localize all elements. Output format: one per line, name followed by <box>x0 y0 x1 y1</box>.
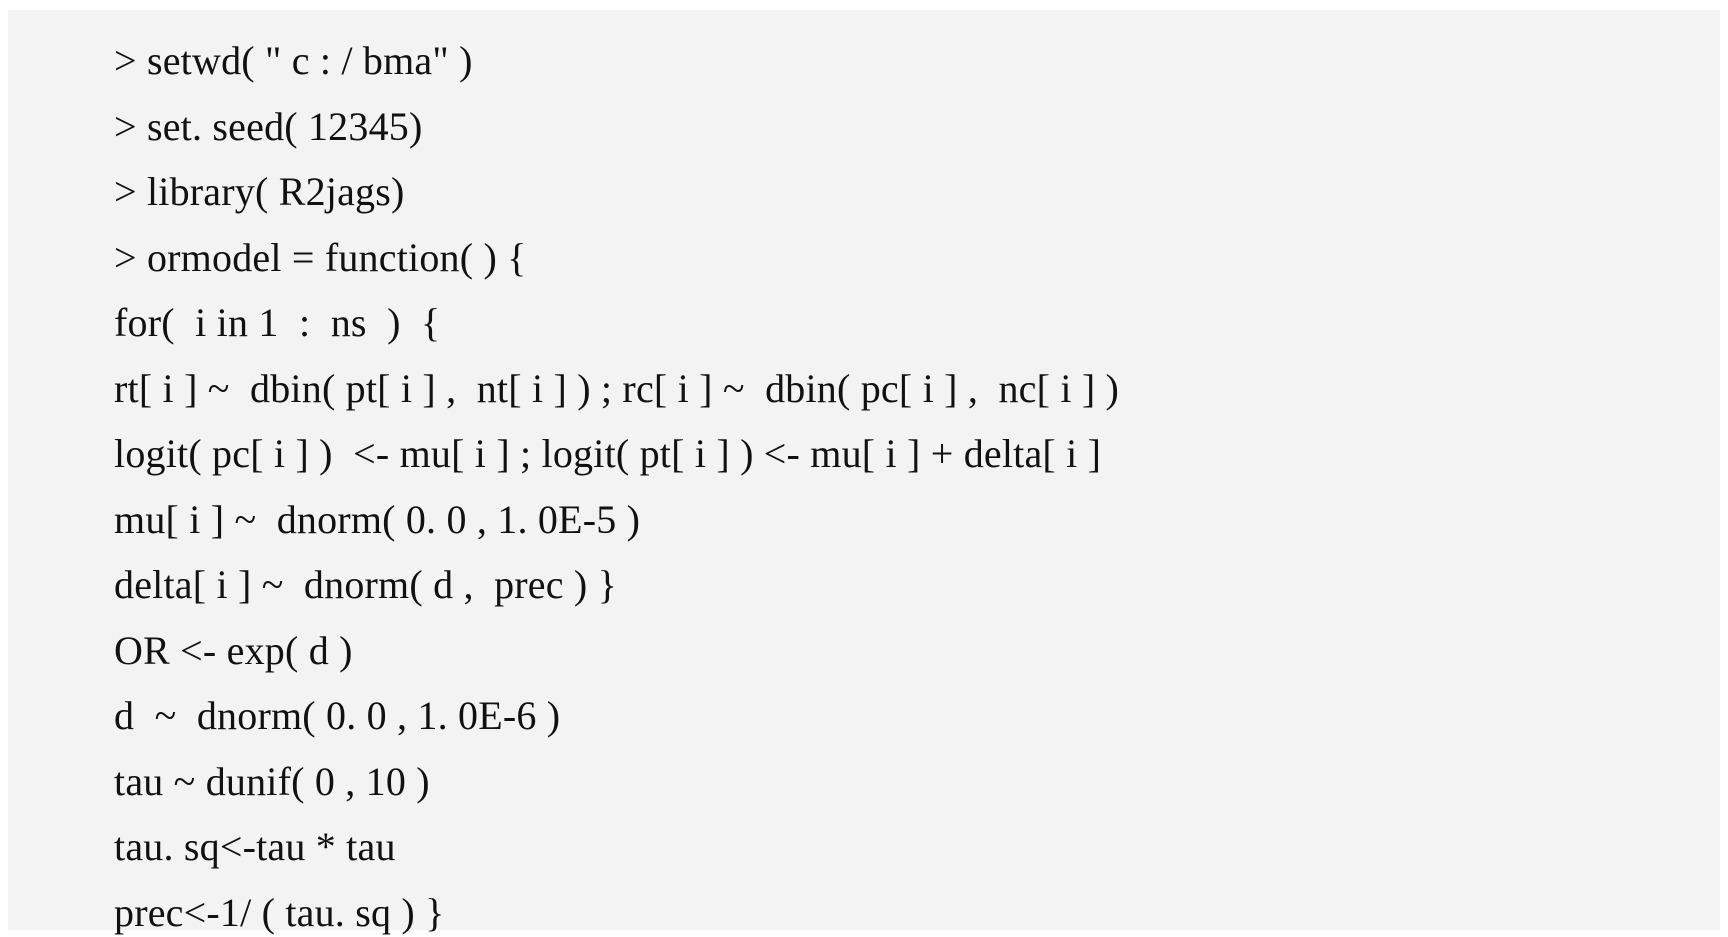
code-line-or: OR <- exp( d ) <box>114 627 353 673</box>
code-line-d-prior: d ~ dnorm( 0. 0 , 1. 0E-6 ) <box>114 693 561 738</box>
code-line-dbin: rt[ i ] ~ dbin( pt[ i ] , nt[ i ] ) ; rc… <box>114 365 1120 411</box>
code-line-logit: logit( pc[ i ] ) <- mu[ i ] ; logit( pt[… <box>114 431 1102 476</box>
code-line-for-loop: for( i in 1 : ns ) { <box>114 300 441 345</box>
code-line-ormodel: > ormodel = function( ) { <box>114 234 527 280</box>
code-line-tau-prior: tau ~ dunif( 0 , 10 ) <box>114 758 430 804</box>
code-block: > setwd( " c : / bma" ) > set. seed( 123… <box>8 10 1720 935</box>
code-line-library: > library( R2jags) <box>114 169 405 214</box>
code-line-tau-sq: tau. sq<-tau * tau <box>114 824 396 869</box>
code-line-prec: prec<-1/ ( tau. sq ) } <box>114 889 445 935</box>
code-line-setwd: > setwd( " c : / bma" ) <box>114 38 473 83</box>
code-line-delta: delta[ i ] ~ dnorm( d , prec ) } <box>114 562 618 607</box>
code-line-mu-prior: mu[ i ] ~ dnorm( 0. 0 , 1. 0E-5 ) <box>114 496 641 542</box>
code-line-set-seed: > set. seed( 12345) <box>114 103 423 149</box>
